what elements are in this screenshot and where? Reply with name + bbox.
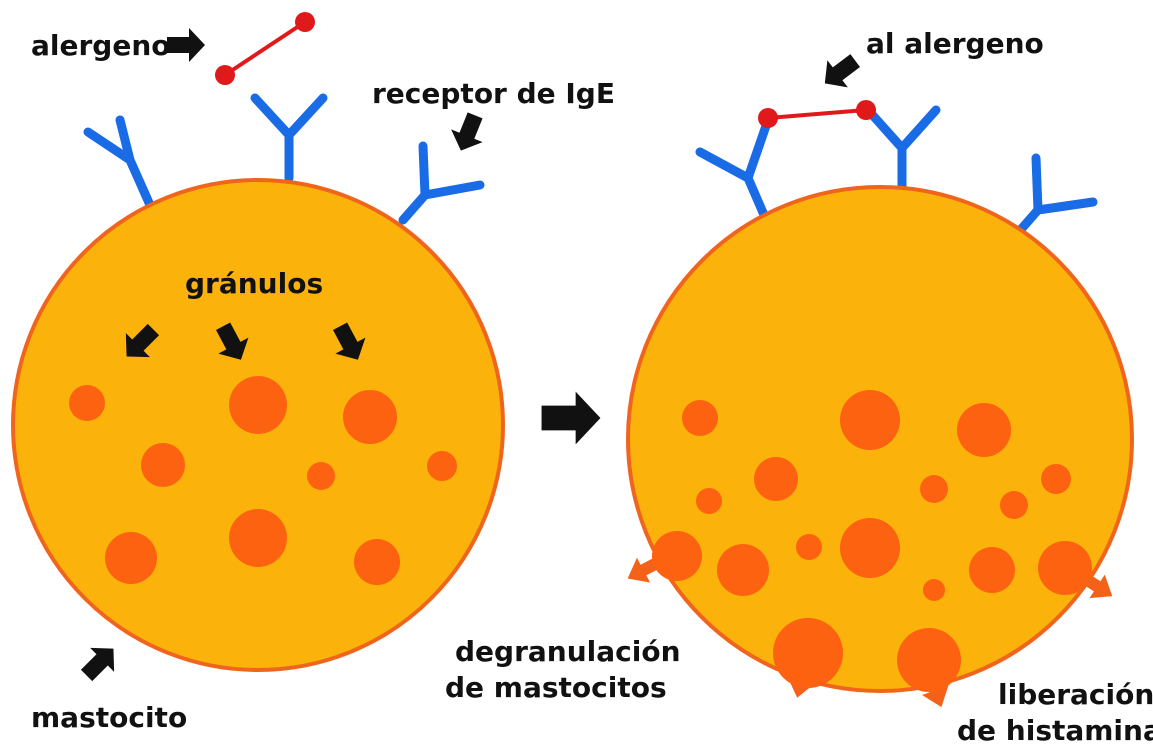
granule xyxy=(69,385,105,421)
granule xyxy=(105,532,157,584)
transition-arrow-icon xyxy=(542,392,601,445)
granule xyxy=(923,579,945,601)
receptor-icon xyxy=(868,110,936,190)
granule xyxy=(1000,491,1028,519)
arrow-icon xyxy=(815,47,866,97)
granule xyxy=(682,400,718,436)
granule xyxy=(1038,541,1092,595)
label-degranulation-2: de mastocitos xyxy=(445,671,667,704)
granule xyxy=(754,457,798,501)
label-ige-receptor: receptor de IgE xyxy=(372,77,615,110)
granule xyxy=(840,390,900,450)
granule xyxy=(652,531,702,581)
arrow-icon xyxy=(445,109,491,157)
granule xyxy=(717,544,769,596)
granule xyxy=(773,618,843,688)
receptor-icon xyxy=(403,146,480,220)
granule xyxy=(343,390,397,444)
label-histamine-1: liberación xyxy=(998,678,1153,711)
allergen-molecule-icon xyxy=(758,100,876,128)
label-to-allergen: al alergeno xyxy=(866,27,1044,60)
granule xyxy=(897,628,961,692)
granule xyxy=(696,488,722,514)
receptor-icon xyxy=(700,120,768,215)
receptor-icon xyxy=(88,120,150,205)
granule xyxy=(969,547,1015,593)
granule xyxy=(229,376,287,434)
granule xyxy=(840,518,900,578)
granule xyxy=(427,451,457,481)
arrow-icon xyxy=(167,28,205,62)
granule xyxy=(920,475,948,503)
label-allergen: alergeno xyxy=(31,29,171,62)
granule xyxy=(957,403,1011,457)
granule xyxy=(354,539,400,585)
granule xyxy=(229,509,287,567)
granule xyxy=(141,443,185,487)
granule xyxy=(796,534,822,560)
label-granules: gránulos xyxy=(185,267,323,300)
label-degranulation-1: degranulación xyxy=(455,635,681,668)
arrow-icon xyxy=(75,637,126,688)
granule xyxy=(307,462,335,490)
label-histamine-2: de histamina xyxy=(957,714,1153,747)
label-mast-cell: mastocito xyxy=(31,701,187,734)
allergen-molecule-icon xyxy=(215,12,315,85)
receptor-icon xyxy=(1016,158,1093,235)
granule xyxy=(1041,464,1071,494)
receptor-icon xyxy=(255,98,323,178)
